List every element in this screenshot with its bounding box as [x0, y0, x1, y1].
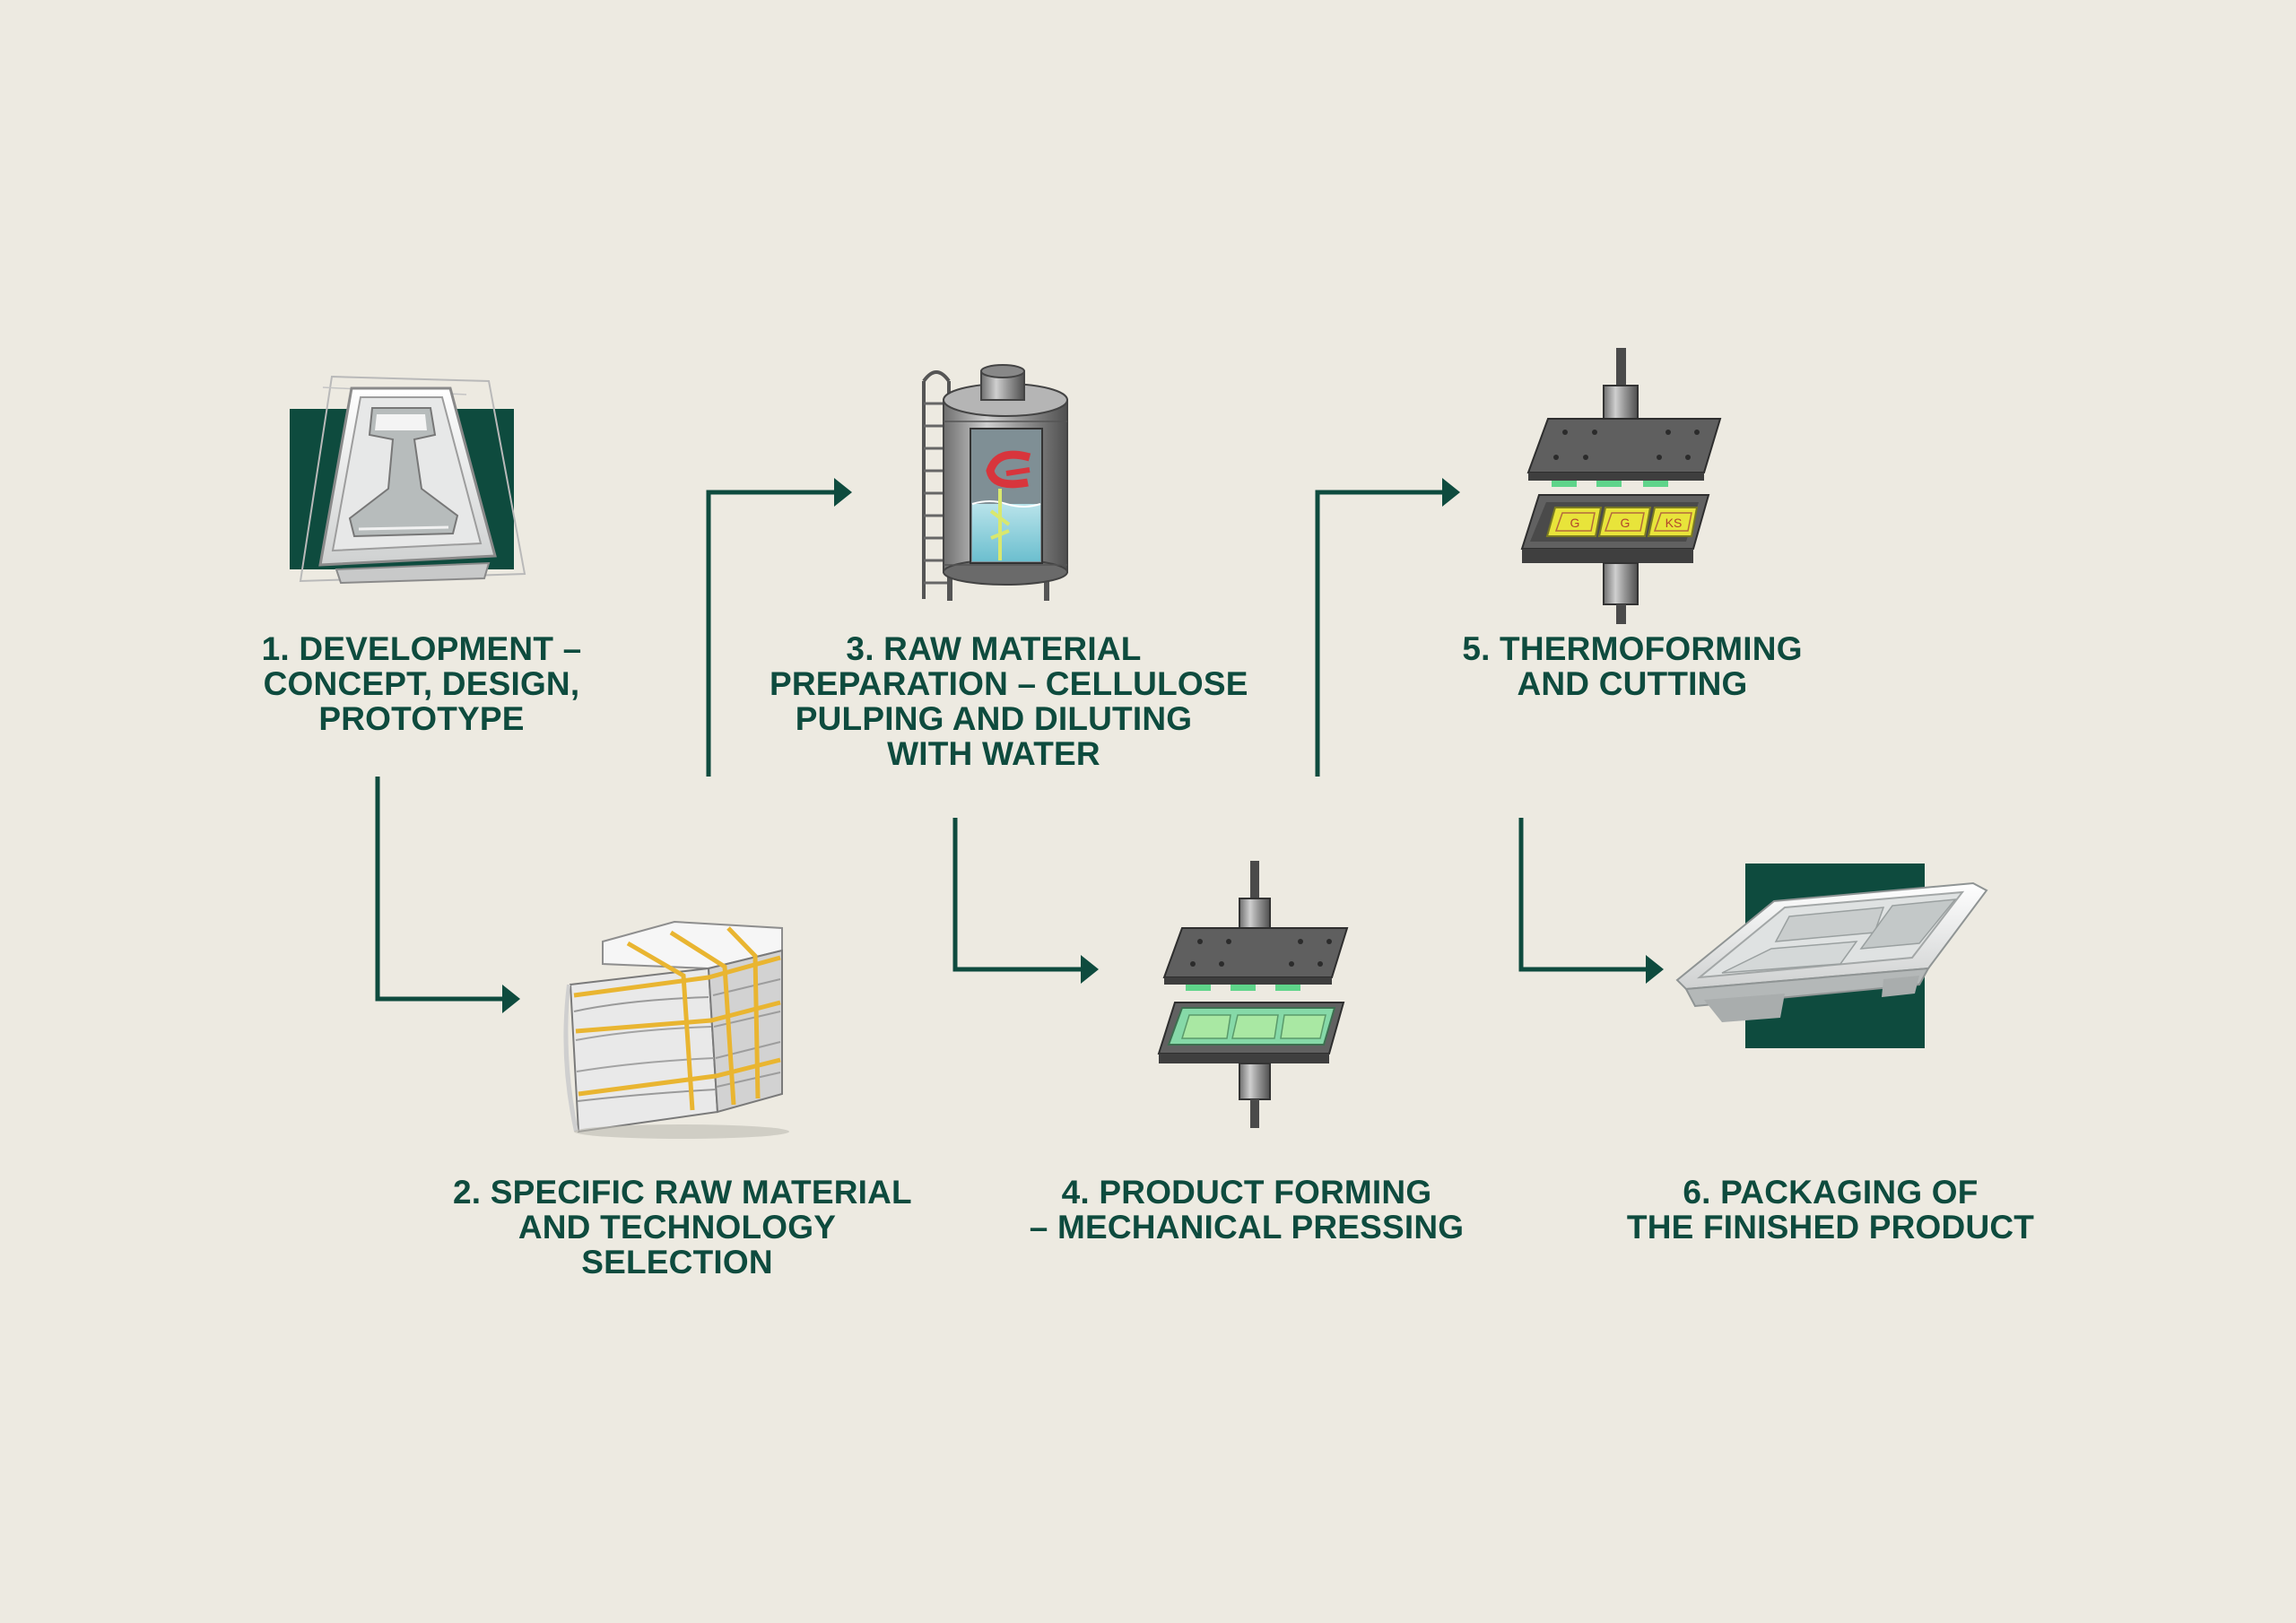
step-5-line-2: AND CUTTING: [1517, 665, 1748, 702]
arrow-head-icon: [1442, 478, 1460, 507]
step-5-line-1: 5. THERMOFORMING: [1462, 630, 1803, 667]
connector-2-3: [706, 478, 852, 777]
connector-4-5: [1315, 478, 1460, 777]
connector-1-2: [375, 777, 520, 1013]
step-6-label: 6. PACKAGING OF THE FINISHED PRODUCT: [1606, 1175, 2055, 1245]
step-2-line-3: SELECTION: [581, 1244, 773, 1280]
step-4-line-2: – MECHANICAL PRESSING: [1029, 1209, 1465, 1245]
step-2-label: 2. SPECIFIC RAW MATERIAL AND TECHNOLOGY …: [453, 1174, 912, 1280]
mold-mark-2: G: [1621, 516, 1631, 530]
step-4-line-1: 4. PRODUCT FORMING: [1061, 1174, 1432, 1211]
step-1-line-3: PROTOTYPE: [318, 700, 525, 737]
step-3-line-2: PREPARATION – CELLULOSE: [770, 665, 1248, 702]
step-5-label: 5. THERMOFORMING AND CUTTING: [1408, 631, 1857, 701]
arrow-head-icon: [1081, 955, 1099, 984]
mold-mark-3: KS: [1665, 516, 1683, 530]
step-2-line-2: AND TECHNOLOGY: [517, 1209, 837, 1245]
pulping-tank-icon: [922, 364, 1068, 601]
arrow-head-icon: [502, 985, 520, 1013]
finished-tray-icon: [1675, 864, 1988, 1048]
forming-press-icon: [1157, 861, 1349, 1128]
cellulose-bale-icon: [563, 920, 789, 1139]
connector-3-4: [952, 818, 1099, 984]
step-3-line-4: WITH WATER: [887, 735, 1100, 772]
thermoforming-press-icon: G G KS: [1520, 348, 1722, 624]
step-2-line-1: 2. SPECIFIC RAW MATERIAL: [453, 1174, 912, 1211]
step-1-line-2: CONCEPT, DESIGN,: [263, 665, 580, 702]
step-3-line-3: PULPING AND DILUTING: [795, 700, 1193, 737]
step-1-line-1: 1. DEVELOPMENT –: [261, 630, 582, 667]
step-1-label: 1. DEVELOPMENT – CONCEPT, DESIGN, PROTOT…: [242, 631, 601, 736]
step-3-label: 3. RAW MATERIAL PREPARATION – CELLULOSE …: [770, 630, 1248, 772]
arrow-head-icon: [1646, 955, 1664, 984]
arrow-head-icon: [834, 478, 852, 507]
tray-sketch-icon: [290, 375, 526, 585]
step-6-line-1: 6. PACKAGING OF: [1683, 1174, 1979, 1211]
connector-5-6: [1518, 818, 1664, 984]
mold-mark-1: G: [1570, 516, 1580, 530]
step-6-line-2: THE FINISHED PRODUCT: [1626, 1209, 2035, 1245]
step-4-label: 4. PRODUCT FORMING – MECHANICAL PRESSING: [1022, 1175, 1471, 1245]
step-3-line-1: 3. RAW MATERIAL: [846, 630, 1142, 667]
